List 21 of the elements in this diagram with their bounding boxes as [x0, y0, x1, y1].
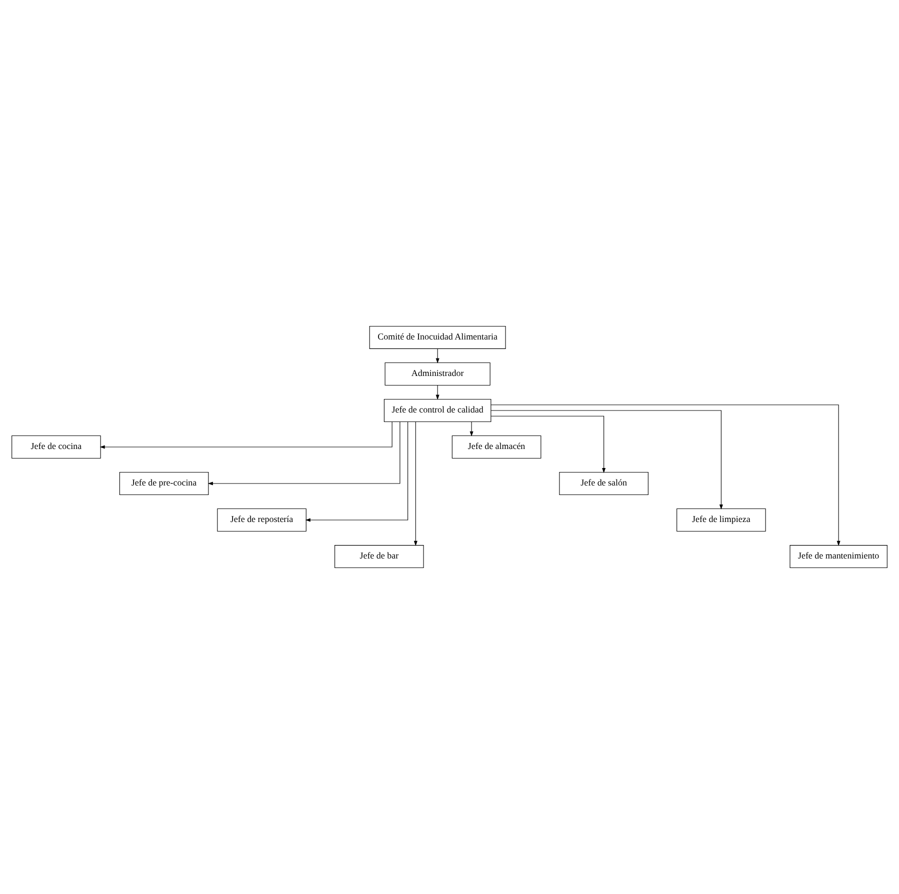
node-box: Jefe de salón: [559, 472, 648, 496]
arrow: [490, 410, 723, 510]
arrow: [414, 422, 418, 546]
arrow: [208, 421, 400, 486]
arrow: [490, 416, 606, 474]
arrow: [100, 422, 392, 449]
arrow: [305, 422, 408, 522]
node-box: Jefe de repostería: [217, 508, 306, 532]
node-box: Jefe de control de calidad: [384, 398, 492, 422]
node-box: Jefe de mantenimiento: [790, 545, 888, 568]
arrow: [436, 385, 440, 400]
node-box: Jefe de cocina: [12, 435, 101, 459]
node-box: Jefe de pre-cocina: [119, 472, 209, 496]
node-box: Jefe de limpieza: [676, 508, 766, 532]
arrow: [436, 348, 440, 364]
arrow: [490, 404, 840, 546]
arrow: [470, 422, 474, 436]
node-box: Comité de Inocuidad Alimentaria: [369, 326, 506, 349]
node-box: Jefe de almacén: [452, 435, 542, 459]
node-box: Administrador: [384, 362, 490, 386]
node-box: Jefe de bar: [334, 545, 424, 568]
